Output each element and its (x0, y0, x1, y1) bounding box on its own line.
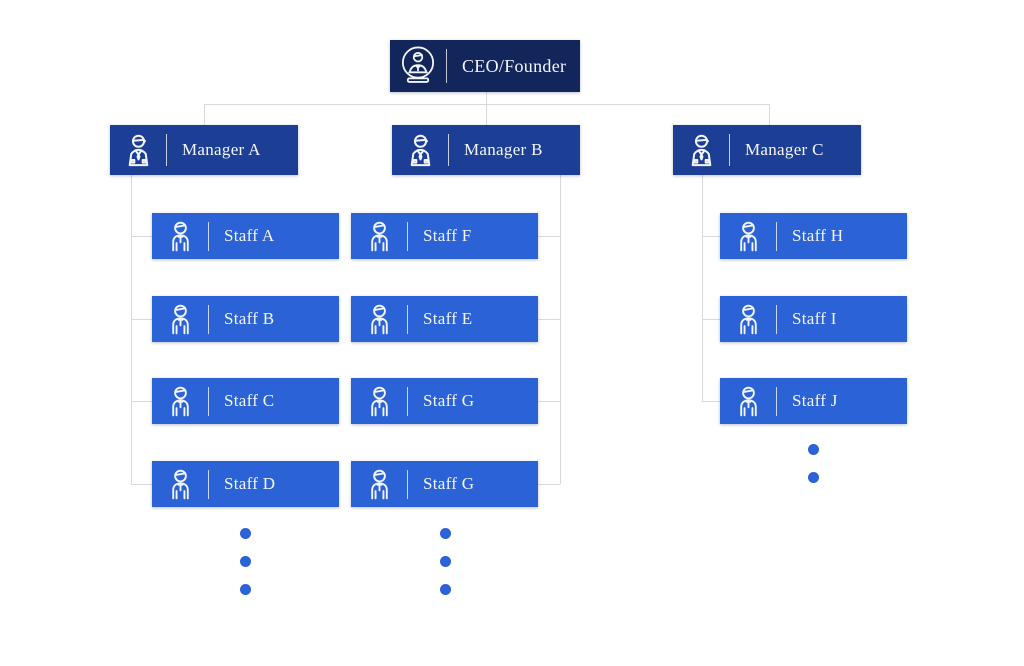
staff-label: Staff A (224, 226, 275, 245)
staff-label: Staff G (423, 391, 475, 410)
divider (448, 134, 449, 166)
staff-node: Staff E (351, 296, 538, 342)
staff-person-icon (720, 302, 776, 337)
staff-node: Staff H (720, 213, 907, 259)
connector-stub-staff-i (702, 319, 720, 320)
more-staff-dot (808, 444, 819, 455)
divider (407, 469, 408, 499)
divider (208, 221, 209, 251)
connector-top-horizontal (204, 104, 770, 105)
staff-person-icon (152, 467, 208, 502)
divider (208, 304, 209, 334)
staff-person-icon (720, 219, 776, 254)
staff-label: Staff G (423, 474, 475, 493)
connector-stub-staff-j (702, 401, 720, 402)
staff-person-icon (351, 219, 407, 254)
staff-person-icon (351, 467, 407, 502)
divider (407, 221, 408, 251)
staff-node: Staff G (351, 461, 538, 507)
divider (208, 469, 209, 499)
staff-node: Staff G (351, 378, 538, 424)
manager-a-node: Manager A (110, 125, 298, 175)
ceo-label: CEO/Founder (462, 55, 567, 76)
divider (776, 221, 777, 251)
staff-person-icon (720, 384, 776, 419)
staff-node: Staff C (152, 378, 339, 424)
more-staff-dot (808, 472, 819, 483)
connector-drop-manager-b (486, 104, 487, 125)
staff-label: Staff D (224, 474, 276, 493)
staff-person-icon (152, 384, 208, 419)
staff-node: Staff F (351, 213, 538, 259)
more-staff-dot (440, 528, 451, 539)
ceo-node: CEO/Founder (390, 40, 580, 92)
staff-node: Staff D (152, 461, 339, 507)
staff-label: Staff E (423, 309, 473, 328)
staff-person-icon (351, 302, 407, 337)
connector-stub-staff-f (538, 236, 560, 237)
divider (166, 134, 167, 166)
manager-person-icon (673, 132, 729, 169)
more-staff-dot (440, 556, 451, 567)
connector-rail-manager-a (131, 175, 132, 484)
staff-label: Staff J (792, 391, 838, 410)
staff-node: Staff I (720, 296, 907, 342)
connector-stub-staff-c (131, 401, 152, 402)
manager-person-icon (110, 132, 166, 169)
more-staff-dot (240, 584, 251, 595)
manager-label: Manager C (745, 140, 824, 159)
connector-rail-manager-c (702, 175, 703, 401)
connector-stub-staff-b (131, 319, 152, 320)
connector-stub-staff-g2 (538, 484, 560, 485)
more-staff-dot (240, 556, 251, 567)
staff-person-icon (152, 302, 208, 337)
divider (208, 386, 209, 416)
manager-label: Manager A (182, 140, 261, 159)
connector-ceo-stem (486, 92, 487, 104)
connector-stub-staff-d (131, 484, 152, 485)
staff-node: Staff A (152, 213, 339, 259)
staff-label: Staff H (792, 226, 844, 245)
connector-rail-manager-b (560, 175, 561, 484)
connector-stub-staff-a (131, 236, 152, 237)
manager-person-icon (392, 132, 448, 169)
connector-stub-staff-h (702, 236, 720, 237)
staff-person-icon (152, 219, 208, 254)
divider (729, 134, 730, 166)
staff-label: Staff F (423, 226, 472, 245)
staff-node: Staff J (720, 378, 907, 424)
staff-person-icon (351, 384, 407, 419)
connector-stub-staff-e (538, 319, 560, 320)
more-staff-dot (440, 584, 451, 595)
connector-drop-manager-c (769, 104, 770, 125)
staff-label: Staff I (792, 309, 837, 328)
connector-drop-manager-a (204, 104, 205, 125)
staff-node: Staff B (152, 296, 339, 342)
connector-stub-staff-g1 (538, 401, 560, 402)
manager-label: Manager B (464, 140, 543, 159)
person-at-desk-icon (390, 44, 446, 88)
more-staff-dot (240, 528, 251, 539)
divider (407, 386, 408, 416)
manager-b-node: Manager B (392, 125, 580, 175)
staff-label: Staff C (224, 391, 275, 410)
staff-label: Staff B (224, 309, 275, 328)
divider (407, 304, 408, 334)
divider (776, 386, 777, 416)
manager-c-node: Manager C (673, 125, 861, 175)
divider (446, 49, 447, 83)
divider (776, 304, 777, 334)
